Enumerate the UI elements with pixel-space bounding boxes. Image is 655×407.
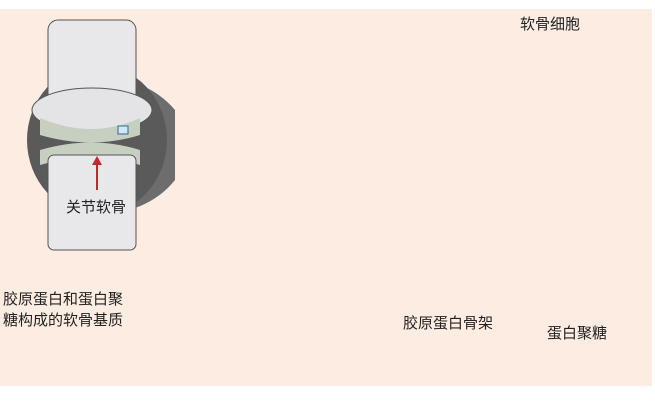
label-matrix-line2: 糖构成的软骨基质	[3, 311, 124, 329]
label-proteoglycan: 蛋白聚糖	[547, 324, 608, 342]
label-articular-cartilage: 关节软骨	[66, 198, 127, 216]
label-chondrocyte: 软骨细胞	[520, 15, 581, 33]
joint-illustration	[27, 19, 175, 251]
label-collagen-scaffold: 胶原蛋白骨架	[403, 314, 494, 332]
label-matrix-line1: 胶原蛋白和蛋白聚	[3, 290, 124, 308]
